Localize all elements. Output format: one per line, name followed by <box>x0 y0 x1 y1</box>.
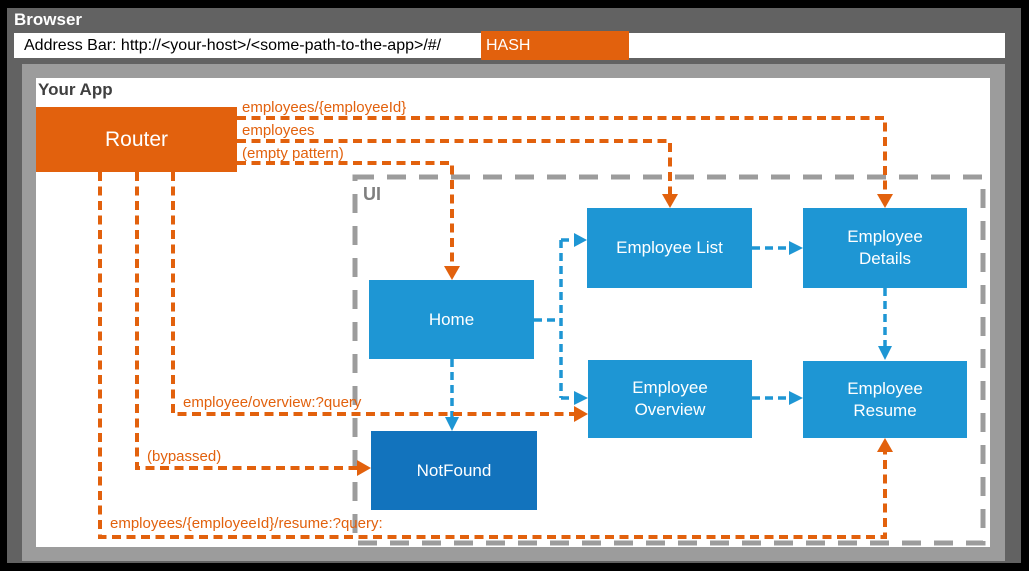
arrow-into-home-top <box>444 266 460 280</box>
browser-title: Browser <box>14 10 83 29</box>
arrow-into-employee-list-top <box>662 194 678 208</box>
node-employee-overview-label: Employee Overview <box>632 378 708 419</box>
route-overview-line <box>171 172 574 416</box>
node-employee-list-label: Employee List <box>616 238 723 257</box>
route-employee-id-line <box>237 116 887 194</box>
route-label-employees: employees <box>242 122 315 139</box>
node-router-label: Router <box>104 127 169 151</box>
arrow-into-employee-details-top <box>877 194 893 208</box>
ui-boundary <box>352 174 986 546</box>
arrow-into-employee-resume-left <box>789 391 803 405</box>
route-resume-line <box>98 172 887 539</box>
route-employees-line <box>237 139 672 194</box>
node-home-label: Home <box>428 309 475 329</box>
node-employee-details-label: Employee Details <box>847 227 923 268</box>
blue-arrowheads <box>445 233 892 431</box>
route-label-overview-query: employee/overview:?query <box>183 394 362 411</box>
blue-connectors <box>450 238 887 417</box>
node-employee-overview: Employee Overview <box>588 360 752 438</box>
your-app-title: Your App <box>38 80 113 99</box>
route-label-empty-pattern: (empty pattern) <box>242 145 344 162</box>
node-employee-list: Employee List <box>587 208 752 288</box>
node-router: Router <box>36 107 237 172</box>
orange-connectors <box>98 116 887 539</box>
node-employee-resume-label: Employee Resume <box>847 378 923 420</box>
route-bypassed-line <box>135 172 357 470</box>
arrow-into-employee-list <box>574 233 587 247</box>
arrow-into-employee-overview <box>574 391 588 405</box>
orange-arrowheads <box>357 194 893 476</box>
arrow-into-employee-details <box>789 241 803 255</box>
arrow-into-employee-overview-orange <box>574 406 588 422</box>
node-notfound-label: NotFound <box>416 460 492 480</box>
hash-highlight: HASH <box>481 31 629 60</box>
node-home: Home <box>369 280 534 359</box>
arrow-into-notfound-left <box>357 460 371 476</box>
node-employee-details: Employee Details <box>803 208 967 288</box>
address-bar-text: Address Bar: http://<your-host>/<some-pa… <box>24 37 442 54</box>
route-label-employee-id: employees/{employeeId} <box>242 99 407 116</box>
node-notfound: NotFound <box>371 431 537 510</box>
arrow-into-employee-resume-bottom <box>877 438 893 452</box>
node-employee-resume: Employee Resume <box>803 361 967 438</box>
arrow-into-employee-resume-top <box>878 346 892 360</box>
arrow-into-notfound-top <box>445 417 459 431</box>
route-label-resume-query: employees/{employeeId}/resume:?query: <box>110 515 383 532</box>
address-bar: Address Bar: http://<your-host>/<some-pa… <box>14 31 1005 60</box>
ui-region-title: UI <box>363 184 381 204</box>
hash-label: HASH <box>486 37 531 54</box>
route-empty-pattern-line <box>237 161 454 266</box>
route-label-bypassed: (bypassed) <box>147 448 222 465</box>
